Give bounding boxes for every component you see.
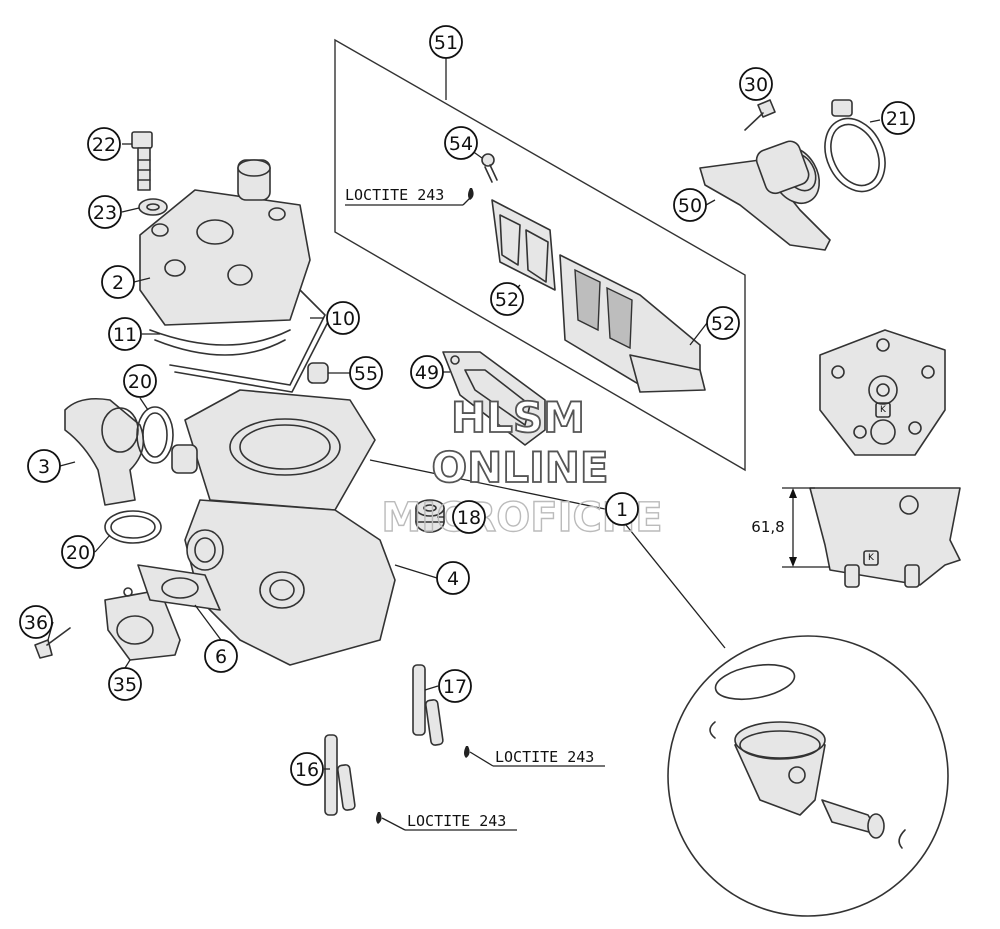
callout-23: 23 <box>88 195 122 229</box>
svg-text:30: 30 <box>744 74 768 96</box>
watermark-line-2: ONLINE <box>431 443 608 492</box>
watermark-line-1: HLSM <box>451 393 585 442</box>
callout-10: 10 <box>326 301 360 335</box>
flange-gasket-exhaust <box>137 564 221 611</box>
callout-11: 11 <box>108 317 142 351</box>
svg-text:6: 6 <box>215 646 227 668</box>
svg-text:3: 3 <box>38 456 50 478</box>
svg-text:20: 20 <box>66 542 90 564</box>
callout-35: 35 <box>108 667 142 701</box>
svg-text:1: 1 <box>616 499 628 521</box>
callout-3: 3 <box>27 449 61 483</box>
stud-long <box>412 664 444 746</box>
svg-text:35: 35 <box>113 674 137 696</box>
svg-text:54: 54 <box>449 133 473 155</box>
callout-36: 36 <box>19 605 53 639</box>
reed-block <box>559 254 706 393</box>
loctite-labels: LOCTITE 243 LOCTITE 243 LOCTITE 243 <box>345 186 594 830</box>
svg-text:16: 16 <box>295 759 319 781</box>
svg-text:55: 55 <box>354 363 378 385</box>
cylinder-marking-k: K <box>868 553 875 563</box>
callout-55: 55 <box>349 356 383 390</box>
flange-bolt <box>34 627 71 659</box>
svg-text:50: 50 <box>678 195 702 217</box>
callout-22: 22 <box>87 127 121 161</box>
loctite-label-stud-16: LOCTITE 243 <box>407 812 506 830</box>
piston-detail-view <box>667 635 949 917</box>
cylinder <box>171 389 396 666</box>
loctite-drop-reed <box>468 188 474 200</box>
callout-20-upper: 20 <box>123 364 157 398</box>
height-dimension-value: 61,8 <box>751 518 784 536</box>
svg-text:49: 49 <box>415 362 439 384</box>
callout-52-right: 52 <box>706 306 740 340</box>
svg-text:18: 18 <box>457 507 481 529</box>
head-bolt <box>131 131 153 191</box>
callout-17: 17 <box>438 669 472 703</box>
flange-gasket <box>442 351 546 446</box>
loctite-label-stud-17: LOCTITE 243 <box>495 748 594 766</box>
svg-text:10: 10 <box>331 308 355 330</box>
hose-clamp <box>824 99 886 193</box>
svg-text:4: 4 <box>447 568 459 590</box>
reed-screw <box>481 153 498 183</box>
callout-54: 54 <box>444 126 478 160</box>
head-gasket <box>149 329 291 356</box>
callout-2: 2 <box>101 265 135 299</box>
callout-18: 18 <box>452 500 486 534</box>
callout-20-lower: 20 <box>61 535 95 569</box>
svg-text:22: 22 <box>92 134 116 156</box>
callout-50: 50 <box>673 188 707 222</box>
head-washer <box>138 198 168 216</box>
intake-manifold <box>699 140 831 251</box>
svg-text:17: 17 <box>443 676 467 698</box>
svg-text:52: 52 <box>711 313 735 335</box>
callout-21: 21 <box>881 101 915 135</box>
head-top-view: K <box>819 329 946 456</box>
svg-text:11: 11 <box>113 324 137 346</box>
callout-49: 49 <box>410 355 444 389</box>
manifold-bolt <box>744 99 776 131</box>
svg-text:23: 23 <box>93 202 117 224</box>
head-marking-k: K <box>880 405 887 415</box>
o-ring <box>169 289 331 393</box>
callout-51: 51 <box>429 25 463 59</box>
bushing <box>415 499 445 533</box>
svg-text:51: 51 <box>434 32 458 54</box>
dowel-pin <box>307 362 329 384</box>
svg-text:36: 36 <box>24 612 48 634</box>
svg-text:21: 21 <box>886 108 910 130</box>
loctite-drop-16 <box>376 812 382 824</box>
callout-16: 16 <box>290 752 324 786</box>
callout-6: 6 <box>204 639 238 673</box>
svg-text:52: 52 <box>495 289 519 311</box>
svg-text:2: 2 <box>112 272 124 294</box>
callout-52-left: 52 <box>490 282 524 316</box>
height-dimension: 61,8 <box>751 487 830 568</box>
hose-clamp-lower <box>104 510 162 544</box>
stud-short <box>324 734 356 816</box>
cylinder-head <box>139 159 311 326</box>
watermark: HLSM ONLINE MICROFICHE <box>381 392 664 542</box>
coolant-hose <box>64 397 145 506</box>
reed-valve-assembly-frame <box>334 38 746 472</box>
callout-30: 30 <box>739 67 773 101</box>
hose-clamp-upper <box>136 406 174 464</box>
loctite-drop-17 <box>464 746 470 758</box>
reed-petal-left <box>491 199 556 291</box>
cylinder-side-view: K <box>809 487 961 588</box>
loctite-label-reed-screw: LOCTITE 243 <box>345 186 444 204</box>
callout-4: 4 <box>436 561 470 595</box>
svg-text:20: 20 <box>128 371 152 393</box>
callout-1: 1 <box>605 492 639 526</box>
